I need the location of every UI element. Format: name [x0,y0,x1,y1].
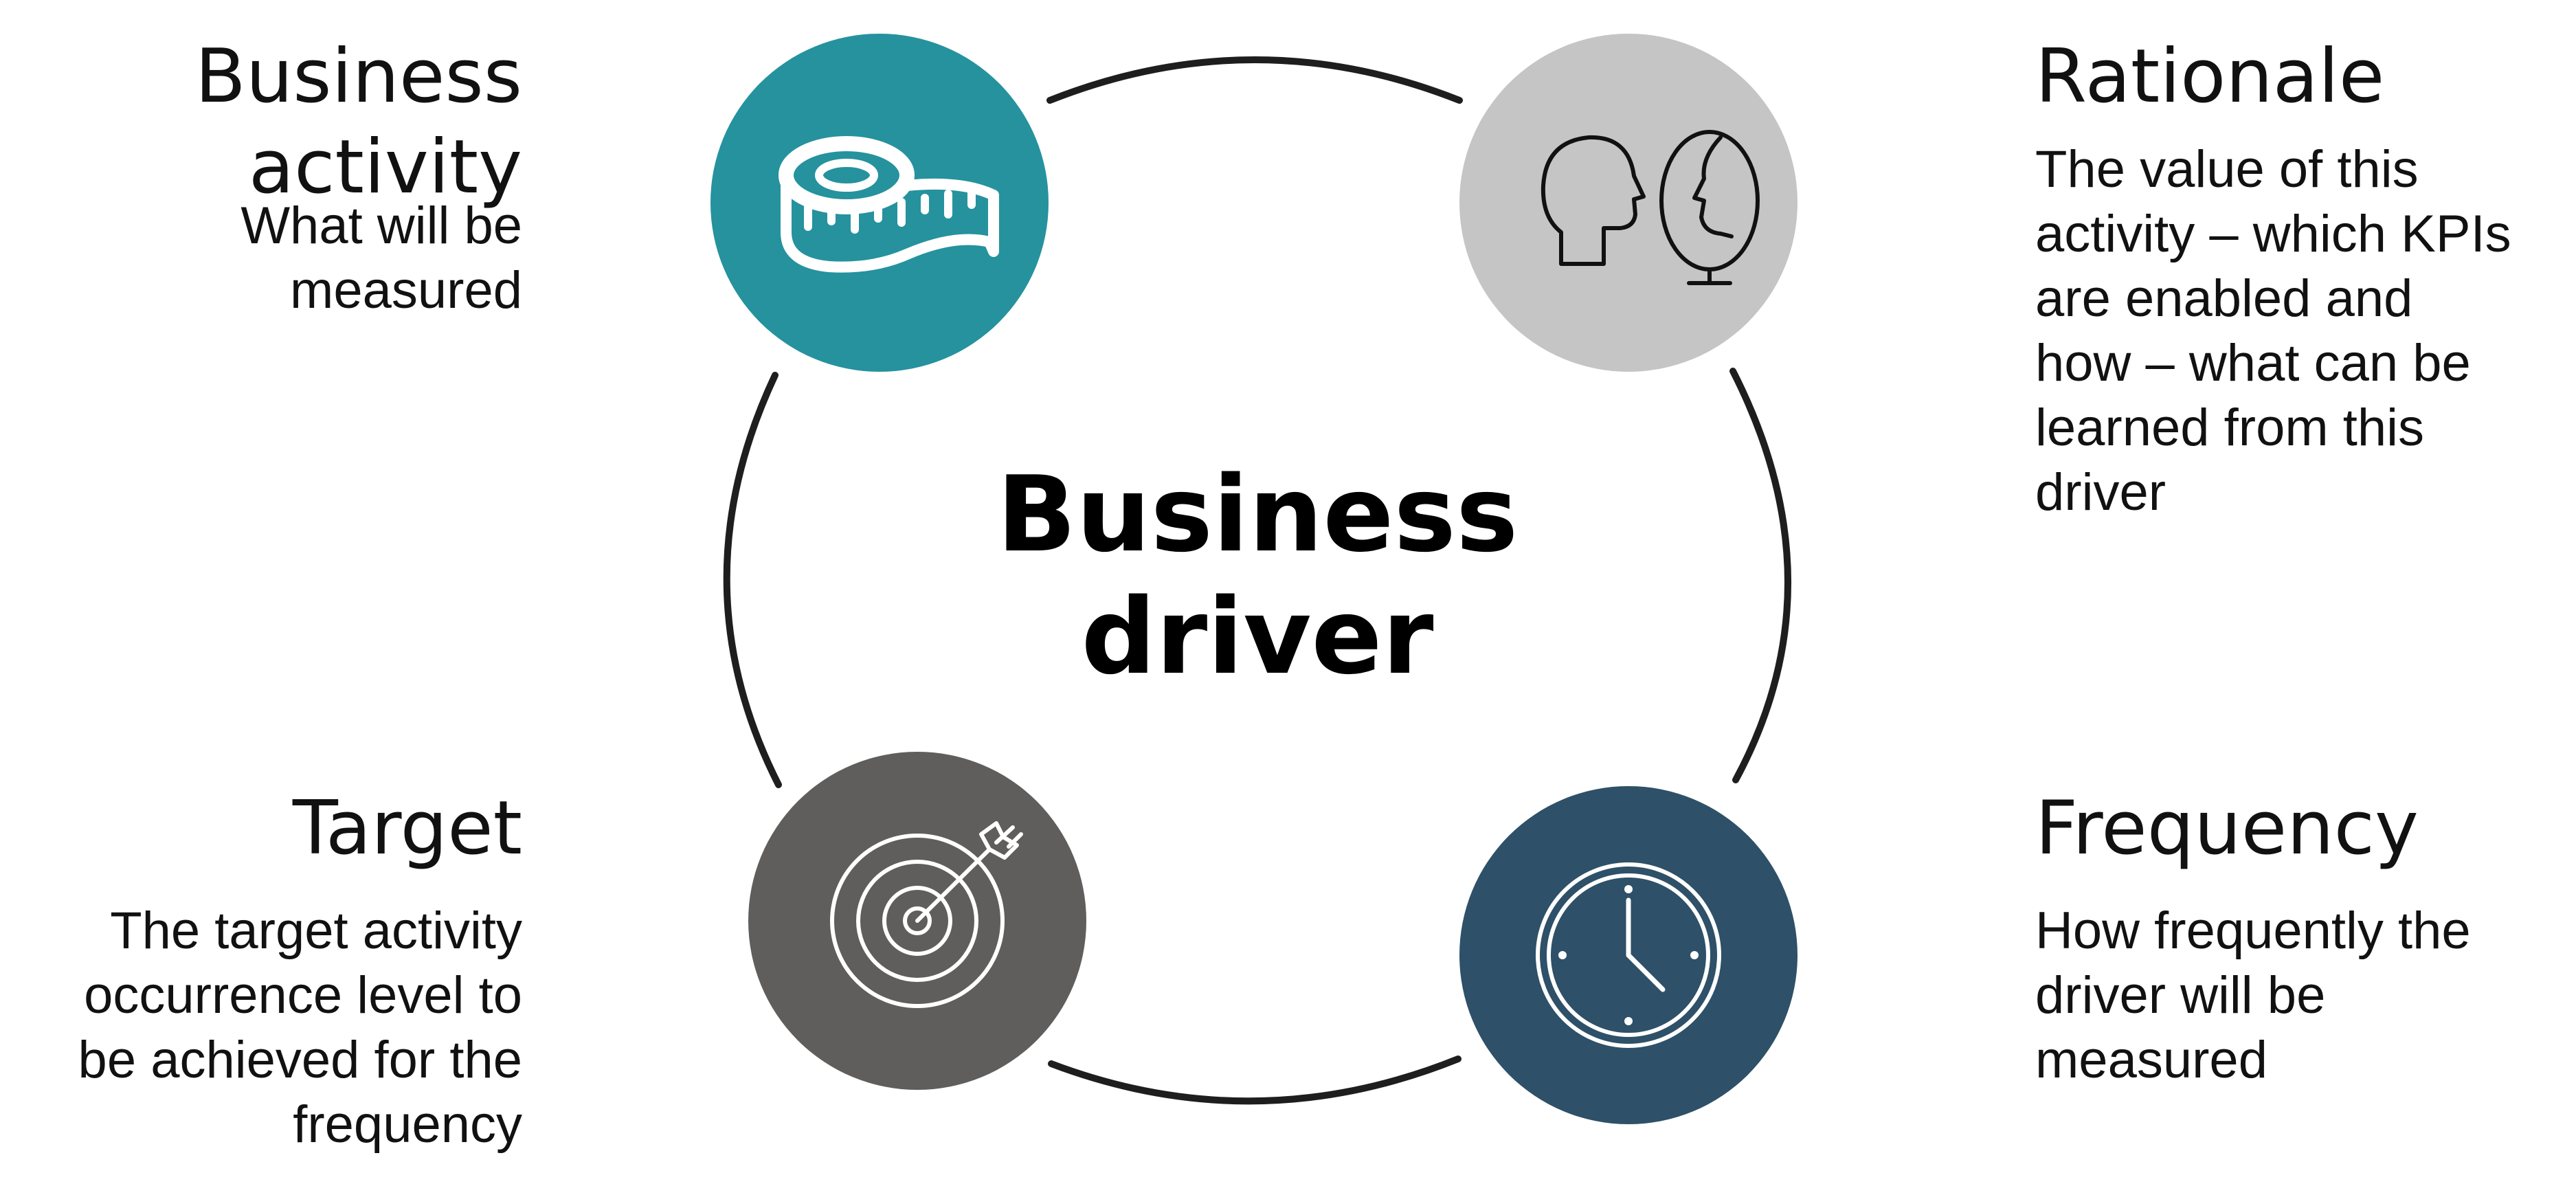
rationale-desc-line6: driver [2035,463,2166,522]
target-title: Target [292,785,522,871]
business-activity-desc-line2: measured [290,261,522,320]
rationale-desc-line2: activity – which KPIs [2035,205,2511,263]
business-activity-node [710,34,1049,372]
target-desc-line3: be achieved for the [78,1031,522,1089]
measuring-tape-icon [779,136,999,273]
arc-left [723,372,782,788]
cycle-ring [723,56,1791,1105]
frequency-title: Frequency [2035,785,2419,871]
frequency-desc-line1: How frequently the [2035,902,2471,960]
head-mirror-icon [1541,130,1760,285]
rationale-circle [1459,34,1797,372]
business-activity-title-line1: Business [194,34,522,120]
arc-top [1046,56,1463,104]
arc-bottom [1048,1055,1461,1105]
rationale-desc-line1: The value of this [2035,140,2419,199]
business-activity-text: Business activity What will be measured [27,32,522,323]
target-dart-icon [830,821,1023,1008]
rationale-desc-line5: learned from this [2035,399,2425,457]
frequency-node [1459,786,1797,1124]
target-desc-line1: The target activity [110,902,522,960]
clock-icon [1536,862,1721,1048]
frequency-text: Frequency How frequently the driver will… [2035,783,2564,1093]
business-activity-desc-line1: What will be [240,197,522,255]
arc-right [1729,368,1791,783]
business-activity-title-line2: activity [248,124,522,210]
target-text: Target The target activity occurrence le… [14,783,522,1157]
center-title-line1: Business [996,454,1519,575]
rationale-text: Rationale The value of this activity – w… [2035,32,2564,525]
center-title-line2: driver [1081,576,1434,697]
frequency-desc-line2: driver will be [2035,966,2326,1025]
target-desc-line4: frequency [293,1095,522,1154]
rationale-title: Rationale [2035,34,2385,120]
rationale-node [1459,34,1797,372]
rationale-desc-line4: how – what can be [2035,334,2471,392]
rationale-desc-line3: are enabled and [2035,269,2413,328]
frequency-desc-line3: measured [2035,1031,2267,1089]
center-title: Business driver [921,454,1594,698]
target-node [748,752,1086,1090]
target-desc-line2: occurrence level to [84,966,522,1025]
